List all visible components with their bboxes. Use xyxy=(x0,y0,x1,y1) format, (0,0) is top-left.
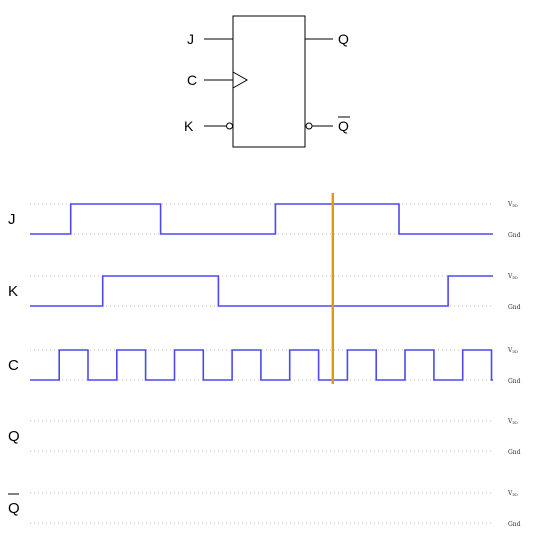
signal-q-gnd-label: Gnd xyxy=(508,449,521,456)
signal-q-bar-label: Q xyxy=(8,500,20,517)
signal-q-label: Q xyxy=(8,428,20,445)
flip-flop-body xyxy=(232,15,306,148)
signal-k-waveform xyxy=(30,275,493,307)
signal-q-vdd-label: VDD xyxy=(507,418,518,425)
signal-k-vdd-label: VDD xyxy=(507,273,518,280)
signal-q-bar-vdd-label: VDD xyxy=(507,490,518,497)
signal-c-gnd-label: Gnd xyxy=(508,378,521,385)
signal-j-waveform xyxy=(30,203,493,235)
flip-flop-symbol: J C K Q Q xyxy=(184,15,350,148)
signal-k-vdd-subscript: DD xyxy=(512,276,518,280)
j-input-label: J xyxy=(187,31,194,47)
clock-triangle-icon xyxy=(232,71,249,89)
q-bar-output-label: Q xyxy=(338,118,349,134)
signal-c-vdd-label: VDD xyxy=(507,347,518,354)
signal-c-label: C xyxy=(8,357,19,374)
k-input-label: K xyxy=(184,118,194,134)
signal-k-label: K xyxy=(8,283,18,300)
signal-q-bar-gnd-label: Gnd xyxy=(508,521,521,528)
q-bar-inversion-bubble-icon xyxy=(305,122,313,130)
signal-k-gnd-label: Gnd xyxy=(508,304,521,311)
signal-c-vdd-subscript: DD xyxy=(512,350,518,354)
signal-j-vdd-subscript: DD xyxy=(512,204,518,208)
c-input-label: C xyxy=(187,72,197,88)
signal-q-vdd-subscript: DD xyxy=(512,421,518,425)
signal-q-bar-vdd-subscript: DD xyxy=(512,493,518,497)
signal-j-gnd-label: Gnd xyxy=(508,232,521,239)
signal-c-waveform xyxy=(30,349,493,381)
k-inversion-bubble-icon xyxy=(226,122,233,130)
signal-j-label: J xyxy=(8,211,16,228)
signal-j-vdd-label: VDD xyxy=(507,201,518,208)
q-output-label: Q xyxy=(338,31,349,47)
